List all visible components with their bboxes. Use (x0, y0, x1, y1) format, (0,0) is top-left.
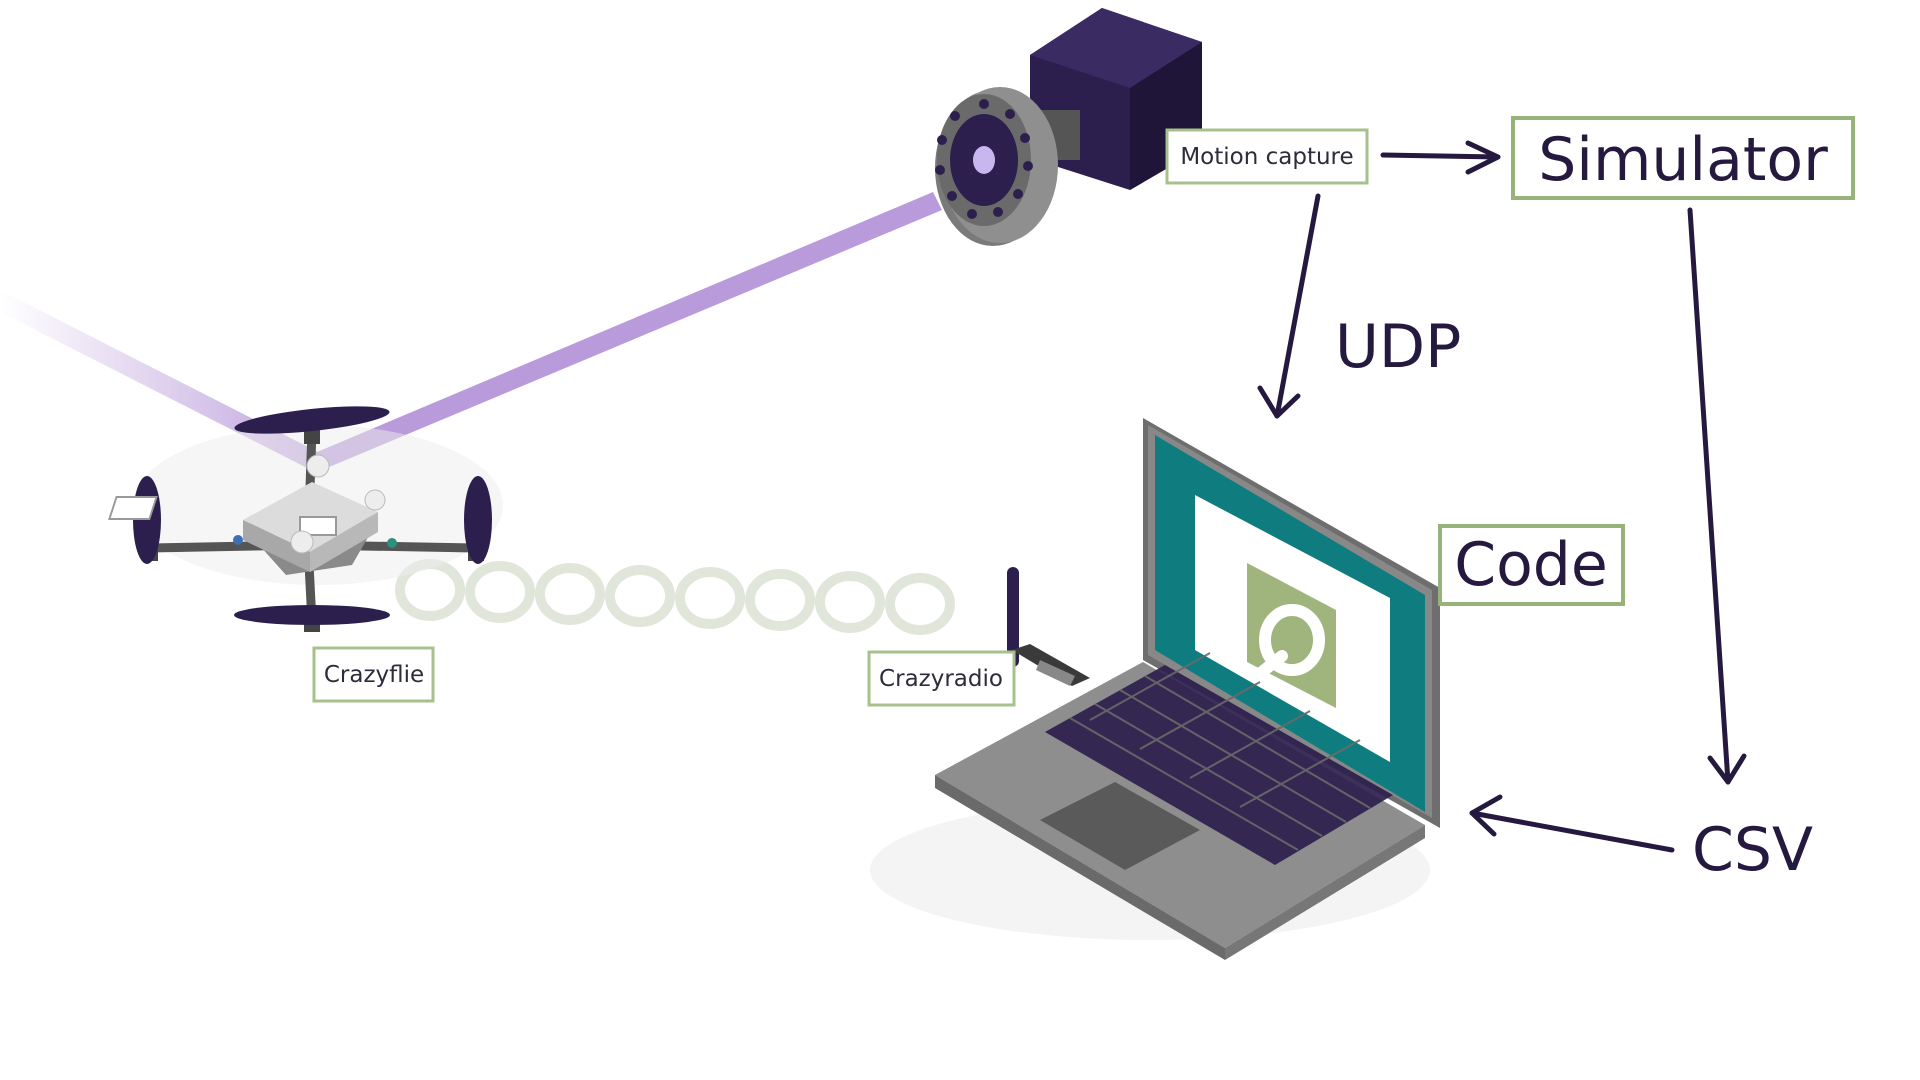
simulator-label: Simulator (1511, 116, 1855, 200)
udp-label: UDP (1335, 312, 1461, 382)
radio-signal-waves (395, 559, 955, 635)
crazyflie-label: Crazyflie (312, 646, 435, 703)
arrow-motion-capture-to-simulator (1380, 140, 1501, 175)
svg-text:Motion capture: Motion capture (1180, 144, 1353, 170)
crazyradio-dongle-icon (1007, 567, 1090, 686)
code-label: Code (1438, 524, 1625, 606)
crazyradio-label: Crazyradio (867, 650, 1016, 707)
laptop-icon (870, 418, 1440, 960)
code-logo-icon (1247, 563, 1336, 708)
svg-text:Code: Code (1454, 530, 1608, 600)
motion-capture-camera-icon (935, 8, 1202, 246)
arrow-simulator-to-csv (1687, 207, 1747, 785)
crazyflie-drone-icon (108, 406, 503, 632)
svg-text:Simulator: Simulator (1538, 125, 1828, 195)
svg-text:Crazyradio: Crazyradio (879, 666, 1003, 692)
arrow-csv-to-laptop (1469, 794, 1675, 853)
motion-capture-label: Motion capture (1165, 128, 1369, 185)
camera-light-beam (310, 192, 942, 470)
csv-label: CSV (1692, 815, 1813, 885)
arrow-motion-capture-to-laptop-udp (1257, 193, 1321, 419)
svg-text:Crazyflie: Crazyflie (324, 662, 424, 688)
